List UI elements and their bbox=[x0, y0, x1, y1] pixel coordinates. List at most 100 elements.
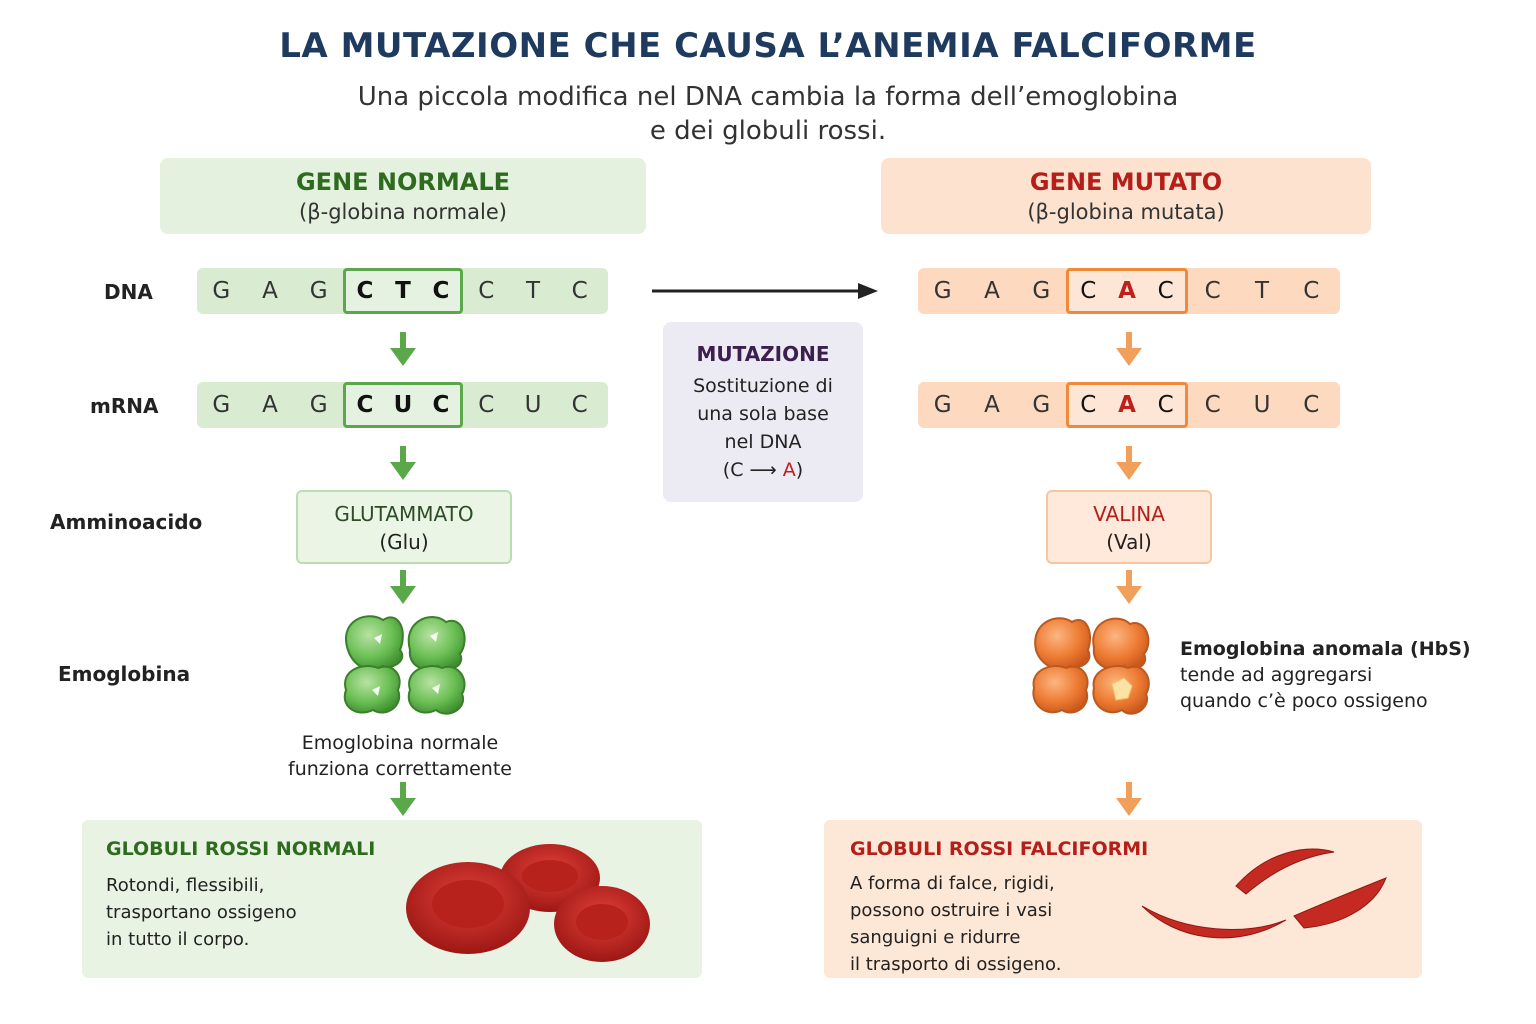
mutation-change-base: A bbox=[782, 459, 796, 481]
subtitle-line-2: e dei globuli rossi. bbox=[649, 116, 887, 146]
normal-gene-subtitle: (β-globina normale) bbox=[299, 200, 507, 224]
down-arrow-icon bbox=[390, 570, 416, 604]
base: C bbox=[571, 278, 588, 304]
normal-rbc-title: GLOBULI ROSSI NORMALI bbox=[106, 838, 376, 860]
base: A bbox=[262, 392, 278, 418]
mutated-rbc-text-line-2: possono ostruire i vasi bbox=[850, 900, 1053, 921]
down-arrow-icon bbox=[390, 446, 416, 480]
base: G bbox=[1032, 392, 1051, 418]
mutated-rbc-title: GLOBULI ROSSI FALCIFORMI bbox=[850, 838, 1149, 860]
down-arrow-icon bbox=[1116, 782, 1142, 816]
base: T bbox=[525, 278, 541, 304]
mutation-arrow-icon bbox=[652, 283, 878, 299]
mutated-hemoglobin-icon bbox=[1032, 617, 1150, 715]
mutated-base: A bbox=[1118, 392, 1136, 418]
base: A bbox=[984, 278, 1000, 304]
normal-aminoacid-abbr: (Glu) bbox=[379, 530, 429, 554]
mutated-hemoglobin-caption: Emoglobina anomala (HbS) tende ad aggreg… bbox=[1180, 636, 1480, 714]
mutation-text-1: Sostituzione di bbox=[693, 375, 833, 397]
base: C bbox=[1157, 392, 1174, 418]
subtitle-line-1: Una piccola modifica nel DNA cambia la f… bbox=[357, 82, 1179, 112]
mutation-text-3: nel DNA bbox=[724, 431, 802, 453]
down-arrow-icon bbox=[1116, 332, 1142, 366]
page-title: LA MUTAZIONE CHE CAUSA L’ANEMIA FALCIFOR… bbox=[279, 26, 1257, 66]
down-arrow-icon bbox=[1116, 446, 1142, 480]
mutated-rbc-text-line-3: sanguigni e ridurre bbox=[850, 927, 1021, 948]
mutated-aminoacid-name: VALINA bbox=[1093, 502, 1165, 526]
row-label-hemoglobin: Emoglobina bbox=[58, 662, 191, 686]
normal-hemoglobin-caption-line-2: funziona correttamente bbox=[288, 758, 512, 780]
mutated-aminoacid-abbr: (Val) bbox=[1106, 530, 1152, 554]
base: T bbox=[1254, 278, 1270, 304]
normal-gene-header: GENE NORMALE (β-globina normale) bbox=[160, 158, 646, 234]
page-subtitle: Una piccola modifica nel DNA cambia la f… bbox=[0, 80, 1536, 148]
down-arrow-icon bbox=[390, 782, 416, 816]
mutated-aminoacid-box: VALINA (Val) bbox=[1046, 490, 1212, 564]
row-label-mrna: mRNA bbox=[90, 394, 159, 418]
mutation-text-2: una sola base bbox=[697, 403, 829, 425]
mutated-hemoglobin-caption-line-2: tende ad aggregarsi bbox=[1180, 664, 1373, 686]
base: C bbox=[432, 392, 450, 418]
normal-aminoacid-box: GLUTAMMATO (Glu) bbox=[296, 490, 512, 564]
base: C bbox=[1204, 392, 1221, 418]
base: C bbox=[1303, 278, 1320, 304]
mutated-rbc-text-line-1: A forma di falce, rigidi, bbox=[850, 873, 1055, 894]
mutated-hemoglobin-caption-line-1: Emoglobina anomala (HbS) bbox=[1180, 638, 1471, 660]
base: G bbox=[1032, 278, 1051, 304]
base: C bbox=[478, 278, 495, 304]
normal-hemoglobin-caption: Emoglobina normale funziona correttament… bbox=[260, 730, 540, 782]
base: G bbox=[309, 392, 328, 418]
base: C bbox=[478, 392, 495, 418]
base: U bbox=[1253, 392, 1271, 418]
base: C bbox=[432, 278, 450, 304]
mutated-gene-subtitle: (β-globina mutata) bbox=[1027, 200, 1225, 224]
mutation-title: MUTAZIONE bbox=[696, 342, 830, 366]
down-arrow-icon bbox=[390, 332, 416, 366]
down-arrow-icon bbox=[1116, 570, 1142, 604]
mutated-rbc-text: A forma di falce, rigidi, possono ostrui… bbox=[850, 870, 1120, 978]
base: C bbox=[356, 278, 374, 304]
base: C bbox=[1080, 278, 1097, 304]
base: A bbox=[262, 278, 278, 304]
base: C bbox=[1157, 278, 1174, 304]
mutation-change-open: (C ⟶ bbox=[722, 459, 783, 481]
base: G bbox=[933, 392, 952, 418]
normal-hemoglobin-caption-line-1: Emoglobina normale bbox=[301, 732, 499, 754]
sickle-cells-icon bbox=[1141, 848, 1387, 939]
normal-gene-title: GENE NORMALE bbox=[295, 168, 511, 196]
normal-aminoacid-name: GLUTAMMATO bbox=[334, 502, 474, 526]
normal-rbc-text-line-3: in tutto il corpo. bbox=[106, 929, 250, 950]
base: C bbox=[356, 392, 374, 418]
normal-rbc-text: Rotondi, flessibili, trasportano ossigen… bbox=[106, 872, 366, 953]
normal-hemoglobin-icon bbox=[343, 615, 466, 715]
mutated-base: A bbox=[1118, 278, 1136, 304]
mutation-change-close: ) bbox=[795, 459, 804, 481]
mutation-description: Sostituzione di una sola base nel DNA (C… bbox=[663, 372, 863, 484]
base: T bbox=[395, 278, 411, 304]
mutated-gene-header: GENE MUTATO (β-globina mutata) bbox=[881, 158, 1371, 234]
mutation-box: MUTAZIONE Sostituzione di una sola base … bbox=[663, 322, 863, 502]
normal-rbc-text-line-1: Rotondi, flessibili, bbox=[106, 875, 265, 896]
base: C bbox=[1204, 278, 1221, 304]
base: U bbox=[393, 392, 413, 418]
mutated-gene-title: GENE MUTATO bbox=[1029, 168, 1223, 196]
normal-red-blood-cells-icon bbox=[406, 844, 650, 962]
base: C bbox=[1080, 392, 1097, 418]
mutated-rbc-box: GLOBULI ROSSI FALCIFORMI A forma di falc… bbox=[824, 820, 1422, 978]
base: C bbox=[571, 392, 588, 418]
base: G bbox=[309, 278, 328, 304]
